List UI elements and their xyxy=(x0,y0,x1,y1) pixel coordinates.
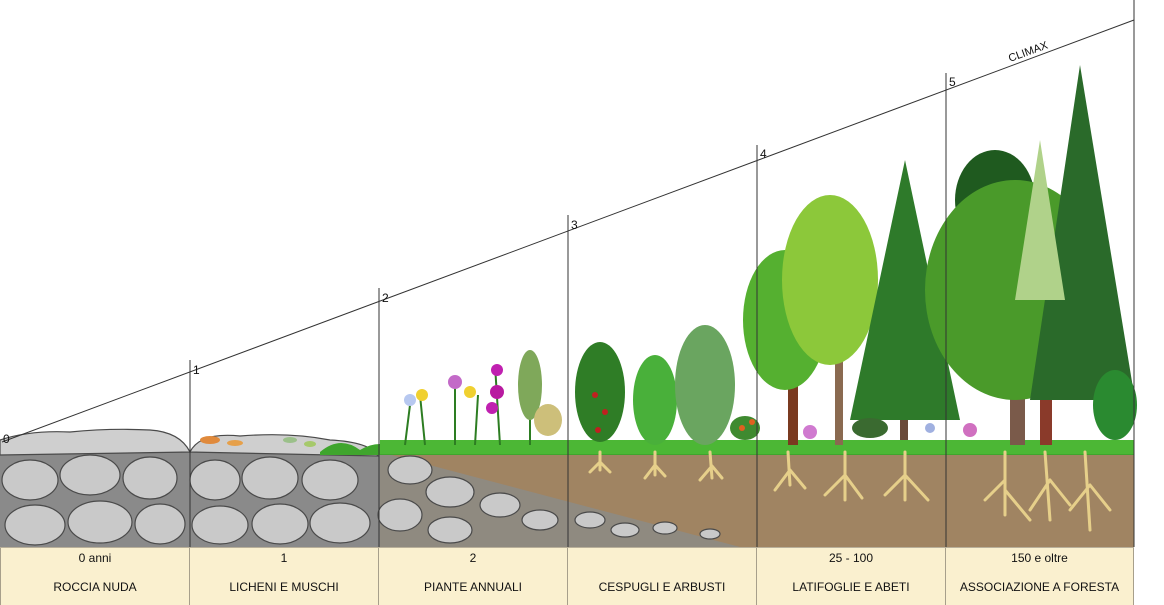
stage-labels-strip: ROCCIA NUDA LICHENI E MUSCHI PIANTE ANNU… xyxy=(0,568,1134,605)
stage-label-2: PIANTE ANNUALI xyxy=(379,568,568,605)
rock-debris-zone xyxy=(380,452,740,547)
stage-number-4: 4 xyxy=(760,147,767,161)
climax-label: CLIMAX xyxy=(1007,39,1050,65)
bedrock-stones xyxy=(1,454,721,546)
years-cell-2: 2 xyxy=(379,548,568,568)
stage-label-4: LATIFOGLIE E ABETI xyxy=(757,568,946,605)
stage-label-1: LICHENI E MUSCHI xyxy=(190,568,379,605)
years-cell-5: 150 e oltre xyxy=(946,548,1134,568)
stage-number-5: 5 xyxy=(949,75,956,89)
years-strip: 0 anni 1 2 25 - 100 150 e oltre xyxy=(0,547,1134,569)
lichen-patches xyxy=(200,436,316,447)
years-cell-1: 1 xyxy=(190,548,379,568)
annual-plants xyxy=(404,350,562,446)
climax-line xyxy=(1,19,1135,443)
years-cell-3 xyxy=(568,548,757,568)
stage-number-2: 2 xyxy=(382,291,389,305)
stage-label-3: CESPUGLI E ARBUSTI xyxy=(568,568,757,605)
stage-number-1: 1 xyxy=(193,363,200,377)
stage-separators xyxy=(189,0,1135,547)
forest-floor-flowers xyxy=(803,418,977,439)
forest-trees xyxy=(743,65,1137,445)
roots xyxy=(588,450,1112,532)
stage-label-0: ROCCIA NUDA xyxy=(0,568,190,605)
years-cell-4: 25 - 100 xyxy=(757,548,946,568)
stage-number-0: 0 xyxy=(3,432,10,446)
shrubs xyxy=(575,325,760,445)
years-cell-0: 0 anni xyxy=(0,548,190,568)
stage-label-5: ASSOCIAZIONE A FORESTA xyxy=(946,568,1134,605)
stage-number-3: 3 xyxy=(571,218,578,232)
